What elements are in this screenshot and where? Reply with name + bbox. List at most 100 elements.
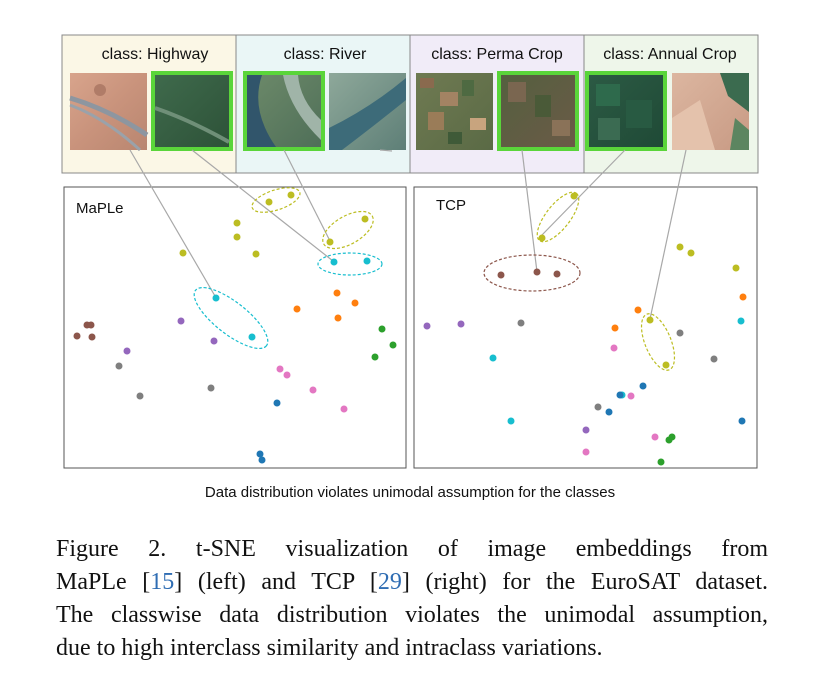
point	[594, 403, 602, 411]
point	[489, 354, 497, 362]
point	[570, 192, 578, 200]
figure-caption: Figure 2. t-SNE visualization of image e…	[56, 533, 768, 665]
citation-link[interactable]: 29	[377, 569, 402, 595]
point	[179, 249, 187, 257]
plot-left-frame	[63, 186, 407, 469]
point	[265, 198, 273, 206]
point	[553, 270, 561, 278]
ellipse-left-perma-top	[251, 187, 301, 213]
point	[330, 258, 338, 266]
point	[457, 320, 465, 328]
citation-link[interactable]: 15	[150, 569, 175, 595]
point	[340, 405, 348, 413]
point	[538, 234, 546, 242]
panel-label-highway: class: Highway	[102, 46, 209, 63]
point	[177, 317, 185, 325]
caption-line-4: due to high interclass similarity and in…	[56, 635, 603, 661]
point	[248, 333, 256, 341]
caption-text: ] (left) and TCP [	[174, 569, 378, 595]
point	[687, 249, 695, 257]
point	[651, 433, 659, 441]
thumb-highway-1	[69, 73, 149, 152]
point	[710, 355, 718, 363]
point	[287, 191, 295, 199]
point	[507, 417, 515, 425]
point	[378, 325, 386, 333]
point	[662, 361, 670, 369]
point	[293, 305, 301, 313]
point	[533, 268, 541, 276]
point	[423, 322, 431, 330]
scatter-right	[423, 192, 747, 466]
panel-label-perma: class: Perma Crop	[431, 46, 563, 63]
point	[361, 215, 369, 223]
point	[123, 347, 131, 355]
point	[283, 371, 291, 379]
connector-lines	[129, 149, 687, 320]
figure-graphic: class: Highway class: River class: Perma…	[61, 34, 759, 501]
point	[212, 294, 220, 302]
ellipse-left-river-high	[317, 252, 383, 276]
point	[676, 329, 684, 337]
point	[210, 337, 218, 345]
point	[115, 362, 123, 370]
point	[739, 293, 747, 301]
thumb-river-1	[243, 71, 325, 151]
point	[517, 319, 525, 327]
point	[87, 321, 95, 329]
point	[657, 458, 665, 466]
point	[309, 386, 317, 394]
point	[371, 353, 379, 361]
thumb-river-2	[329, 73, 406, 150]
thumb-highway-2	[151, 71, 233, 151]
point	[252, 250, 260, 258]
point	[497, 271, 505, 279]
point	[276, 365, 284, 373]
point	[616, 391, 624, 399]
point	[334, 314, 342, 322]
point	[634, 306, 642, 314]
point	[611, 324, 619, 332]
point	[610, 344, 618, 352]
panel-label-river: class: River	[284, 46, 367, 63]
point	[207, 384, 215, 392]
caption-text: ] (right) for the EuroSAT dataset.	[401, 569, 768, 595]
point	[326, 238, 334, 246]
point	[73, 332, 81, 340]
ellipse-right-perma-low	[640, 313, 676, 371]
point	[627, 392, 635, 400]
caption-line-3: The classwise data distribution violates…	[56, 602, 768, 628]
caption-text: MaPLe [	[56, 569, 151, 595]
point	[646, 316, 654, 324]
point	[233, 233, 241, 241]
point	[258, 456, 266, 464]
point	[233, 219, 241, 227]
thumb-perma-2	[497, 71, 579, 151]
point	[363, 257, 371, 265]
point	[732, 264, 740, 272]
thumb-annual-2	[672, 73, 749, 150]
caption-line-1: Figure 2. t-SNE visualization of image e…	[56, 536, 768, 562]
point	[256, 450, 264, 458]
point	[136, 392, 144, 400]
caption-line-2: MaPLe [15] (left) and TCP [29] (right) f…	[56, 566, 768, 599]
point	[582, 448, 590, 456]
ellipse-right-highway	[483, 254, 581, 292]
cluster-ellipses	[193, 187, 676, 371]
scatter-left	[73, 191, 397, 464]
plot-right-frame	[413, 186, 758, 469]
point	[88, 333, 96, 341]
point	[676, 243, 684, 251]
class-panels: class: Highway class: River class: Perma…	[61, 34, 759, 174]
thumb-perma-1	[416, 73, 493, 150]
point	[605, 408, 613, 416]
point	[389, 341, 397, 349]
ellipse-left-perma-mid	[322, 210, 374, 250]
ellipse-right-perma-top	[536, 191, 580, 243]
plot-left-title: MaPLe	[76, 200, 124, 217]
point	[737, 317, 745, 325]
thumb-annual-1	[585, 71, 667, 151]
point	[738, 417, 746, 425]
panel-label-annual: class: Annual Crop	[603, 46, 737, 63]
point	[582, 426, 590, 434]
